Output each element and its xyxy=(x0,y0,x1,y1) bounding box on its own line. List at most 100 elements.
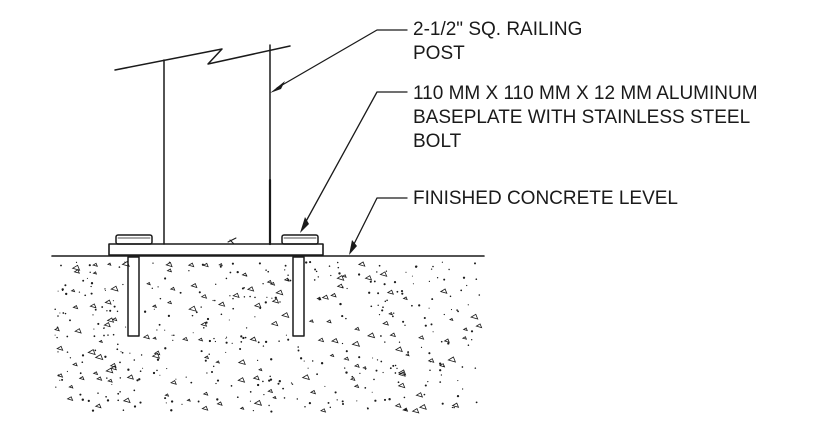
aggregate-dot xyxy=(57,315,59,317)
aggregate-dot xyxy=(81,354,85,357)
aggregate-dot xyxy=(170,409,173,412)
aggregate-dot xyxy=(69,357,72,359)
aggregate-dot xyxy=(428,352,431,355)
anchor-bolt-left xyxy=(127,256,140,337)
aggregate-stone xyxy=(272,395,277,400)
aggregate-dot xyxy=(344,367,346,369)
aggregate-stone xyxy=(379,271,388,277)
aggregate-dot xyxy=(241,287,244,290)
aggregate-dot xyxy=(474,367,477,369)
aggregate-stone xyxy=(94,353,104,361)
aggregate-stone xyxy=(107,378,113,383)
aggregate-dot xyxy=(164,329,166,331)
aggregate-dot xyxy=(232,307,235,310)
aggregate-dot xyxy=(142,367,144,369)
aggregate-dot xyxy=(236,396,239,399)
aggregate-stone xyxy=(309,389,317,395)
aggregate-dot xyxy=(414,265,418,268)
aggregate-dot xyxy=(393,281,397,284)
aggregate-dot xyxy=(474,262,476,265)
aggregate-stone xyxy=(71,264,81,271)
aggregate-dot xyxy=(424,324,427,327)
aggregate-stone xyxy=(153,350,161,356)
aggregate-dot xyxy=(423,316,426,320)
aggregate-dot xyxy=(375,369,378,372)
aggregate-dot xyxy=(231,342,233,344)
aggregate-dot xyxy=(165,402,167,404)
aggregate-dot xyxy=(432,331,434,333)
aggregate-dot xyxy=(384,341,386,343)
aggregate-dot xyxy=(412,283,414,285)
aggregate-dot xyxy=(188,270,190,272)
aggregate-dot xyxy=(358,356,361,359)
aggregate-dot xyxy=(231,262,234,265)
aggregate-dot xyxy=(269,375,271,378)
aggregate-dot xyxy=(156,358,160,361)
aggregate-stone xyxy=(96,376,103,381)
aggregate-dot xyxy=(156,369,158,372)
aggregate-dot xyxy=(206,372,208,374)
aggregate-dot xyxy=(282,387,285,390)
aggregate-dot xyxy=(129,352,131,354)
aggregate-dot xyxy=(112,333,115,336)
aggregate-dot xyxy=(66,335,69,338)
aggregate-dot xyxy=(392,364,395,367)
aggregate-dot xyxy=(205,321,208,324)
aggregate-dot xyxy=(466,284,468,287)
aggregate-stone xyxy=(151,352,161,359)
aggregate-dot xyxy=(378,264,381,267)
aggregate-dot xyxy=(287,278,290,281)
aggregate-dot xyxy=(374,399,377,402)
aggregate-stone xyxy=(170,380,177,385)
aggregate-dot xyxy=(200,350,203,353)
aggregate-dot xyxy=(97,322,100,325)
aggregate-dot xyxy=(239,347,242,351)
aggregate-dot xyxy=(270,410,273,413)
aggregate-dot xyxy=(393,312,395,314)
aggregate-dot xyxy=(441,261,443,263)
aggregate-stone xyxy=(201,405,209,411)
aggregate-stone xyxy=(98,339,103,344)
aggregate-stone xyxy=(367,332,376,339)
aggregate-dot xyxy=(279,301,281,303)
aggregate-stone xyxy=(142,334,150,340)
aggregate-dot xyxy=(341,400,344,403)
aggregate-stone xyxy=(122,397,131,404)
aggregate-dot xyxy=(287,274,289,277)
aggregate-stone xyxy=(449,317,454,322)
aggregate-stone xyxy=(92,271,98,275)
aggregate-stone xyxy=(182,336,189,342)
aggregate-dot xyxy=(81,398,85,401)
aggregate-dot xyxy=(475,278,478,281)
aggregate-dot xyxy=(210,370,214,374)
aggregate-dot xyxy=(225,336,228,338)
aggregate-dot xyxy=(113,305,116,308)
aggregate-stone xyxy=(146,281,151,286)
aggregate-dot xyxy=(122,409,125,411)
aggregate-dot xyxy=(166,368,168,370)
aggregate-dot xyxy=(143,310,147,313)
aggregate-dot xyxy=(219,265,222,268)
aggregate-stone xyxy=(57,373,64,378)
aggregate-dot xyxy=(274,296,277,299)
aggregate-dot xyxy=(394,364,397,367)
aggregate-stone xyxy=(316,296,322,301)
aggregate-dot xyxy=(368,291,371,294)
aggregate-dot xyxy=(376,359,379,361)
aggregate-stone xyxy=(152,336,157,340)
aggregate-stone xyxy=(281,312,290,319)
aggregate-dot xyxy=(229,271,232,274)
bolt-nut-right xyxy=(281,234,319,245)
bolt-nut-left xyxy=(115,234,153,245)
aggregate-dot xyxy=(430,323,433,326)
aggregate-dot xyxy=(428,307,430,309)
aggregate-stone xyxy=(270,320,279,327)
aggregate-dot xyxy=(262,345,265,347)
leader-baseplate xyxy=(300,91,408,233)
aggregate-dot xyxy=(336,261,339,264)
aggregate-stone xyxy=(106,317,115,323)
aggregate-dot xyxy=(369,280,372,283)
aggregate-dot xyxy=(119,377,122,379)
aggregate-dot xyxy=(478,294,481,296)
aggregate-stone xyxy=(397,382,406,389)
